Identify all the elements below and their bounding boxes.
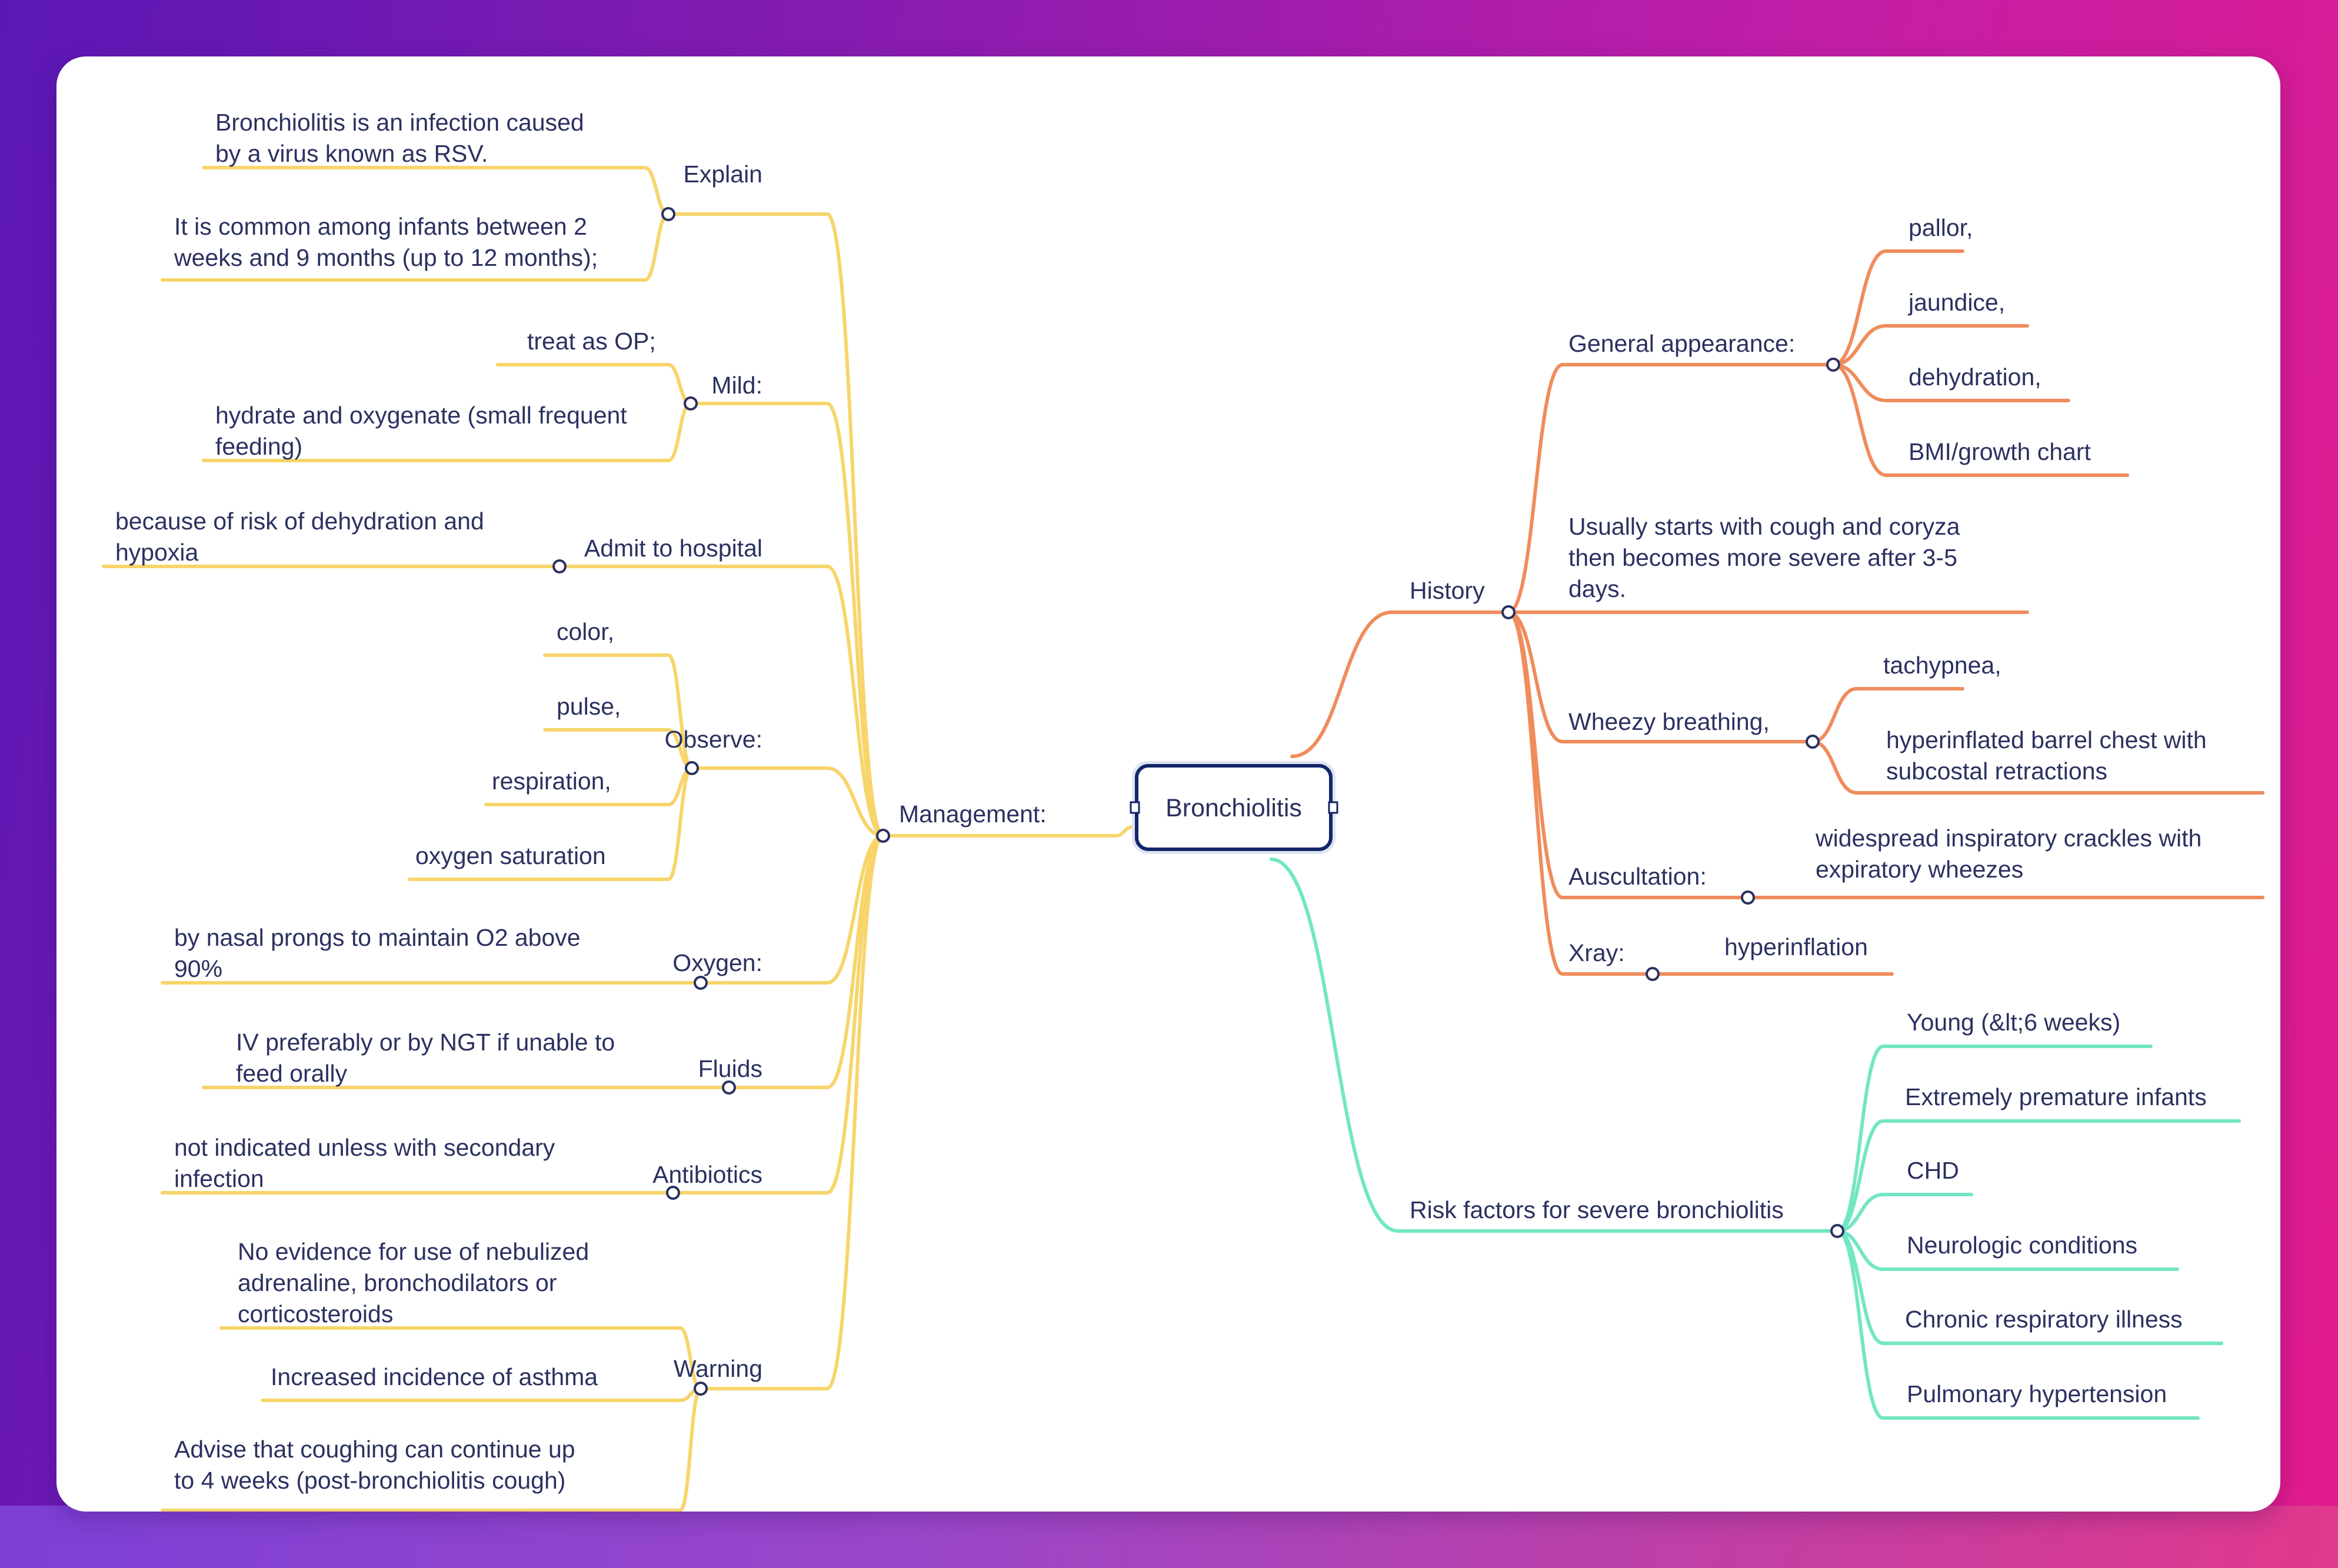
history-branch-4 bbox=[1507, 610, 1564, 976]
mind-map-canvas[interactable]: Management: Explain Bronchiolitis is an in… bbox=[56, 56, 2280, 1512]
history-group-hub-0[interactable] bbox=[1826, 358, 1840, 372]
management-group-label-0[interactable]: Explain bbox=[684, 161, 762, 188]
management-group-hub-7[interactable] bbox=[694, 1382, 708, 1396]
history-group-label-4[interactable]: Xray: bbox=[1568, 939, 1625, 966]
history-group-label-2[interactable]: Wheezy breathing, bbox=[1568, 708, 1770, 735]
history-leaf-label-0-1[interactable]: jaundice, bbox=[1908, 289, 2005, 316]
management-group-hub-4[interactable] bbox=[694, 976, 708, 990]
root-left-handle[interactable] bbox=[1130, 801, 1140, 814]
management-leaf-label-3-0[interactable]: color, bbox=[557, 618, 614, 645]
history-group-hub-3[interactable] bbox=[1741, 890, 1755, 905]
management-leaf-branch-0-0 bbox=[643, 166, 670, 216]
risk-leaf-label-0[interactable]: Young (&lt;6 weeks) bbox=[1907, 1009, 2120, 1036]
management-group-hub-6[interactable] bbox=[666, 1186, 680, 1200]
root-label: Bronchiolitis bbox=[1165, 794, 1302, 822]
risk-hub[interactable] bbox=[1830, 1224, 1844, 1238]
management-branch-5 bbox=[825, 834, 885, 1089]
management-branch-1 bbox=[825, 402, 885, 838]
connector-lines bbox=[102, 166, 2264, 1512]
risk-leaf-branch-1 bbox=[1836, 1119, 1885, 1233]
management-branch-2 bbox=[825, 565, 885, 838]
history-group-hub-4[interactable] bbox=[1646, 967, 1660, 981]
management-leaf-label-3-1[interactable]: pulse, bbox=[557, 693, 621, 720]
history-leaf-branch-0-2 bbox=[1831, 363, 1888, 402]
management-group-hub-1[interactable] bbox=[684, 396, 698, 411]
management-group-hub-3[interactable] bbox=[685, 761, 699, 775]
risk-leaf-branch-0 bbox=[1836, 1045, 1885, 1233]
history-hub[interactable] bbox=[1501, 605, 1516, 619]
root-to-risk-line bbox=[1270, 858, 1400, 1233]
history-leaf-branch-2-1 bbox=[1811, 740, 1859, 795]
management-leaf-label-3-3[interactable]: oxygen saturation bbox=[415, 842, 606, 869]
history-branch-0 bbox=[1507, 363, 1564, 614]
risk-label[interactable]: Risk factors for severe bronchiolitis bbox=[1410, 1196, 1784, 1223]
management-branch-6 bbox=[825, 834, 885, 1195]
history-group-label-0[interactable]: General appearance: bbox=[1568, 330, 1795, 357]
risk-leaf-label-5[interactable]: Pulmonary hypertension bbox=[1907, 1380, 2167, 1407]
management-hub[interactable] bbox=[876, 829, 890, 843]
management-branch-3 bbox=[825, 766, 885, 838]
history-leaf-label-2-0[interactable]: tachypnea, bbox=[1883, 652, 2001, 679]
management-group-label-6[interactable]: Antibiotics bbox=[652, 1161, 762, 1188]
root-node[interactable]: Bronchiolitis bbox=[1130, 761, 1338, 854]
management-group-hub-0[interactable] bbox=[661, 207, 675, 221]
management-leaf-branch-7-2 bbox=[678, 1387, 702, 1512]
history-leaf-branch-0-0 bbox=[1831, 249, 1888, 366]
management-group-label-2[interactable]: Admit to hospital bbox=[584, 535, 762, 562]
history-label[interactable]: History bbox=[1410, 577, 1485, 604]
management-group-label-5[interactable]: Fluids bbox=[698, 1055, 762, 1082]
history-group-hub-2[interactable] bbox=[1806, 735, 1820, 749]
history-leaf-label-0-0[interactable]: pallor, bbox=[1909, 214, 1973, 241]
management-group-label-1[interactable]: Mild: bbox=[711, 372, 762, 399]
mind-map-card: Management: Explain Bronchiolitis is an in… bbox=[56, 56, 2280, 1512]
risk-leaf-label-3[interactable]: Neurologic conditions bbox=[1907, 1232, 2137, 1259]
management-leaf-label-3-2[interactable]: respiration, bbox=[492, 768, 611, 795]
history-leaf-label-4-0[interactable]: hyperinflation bbox=[1724, 933, 1868, 960]
management-leaf-branch-1-1 bbox=[667, 402, 692, 462]
management-group-hub-2[interactable] bbox=[552, 559, 567, 573]
management-branch-7 bbox=[825, 834, 885, 1390]
history-leaf-label-0-3[interactable]: BMI/growth chart bbox=[1909, 438, 2091, 465]
risk-leaf-label-1[interactable]: Extremely premature infants bbox=[1905, 1083, 2207, 1110]
history-branch-2 bbox=[1507, 610, 1564, 743]
risk-leaf-label-4[interactable]: Chronic respiratory illness bbox=[1905, 1306, 2183, 1333]
management-leaf-branch-0-1 bbox=[643, 212, 670, 282]
node-labels: Management: Explain Bronchiolitis is an in… bbox=[115, 109, 2207, 1494]
management-branch-0 bbox=[825, 212, 885, 838]
root-to-history-line bbox=[1290, 610, 1394, 758]
root-right-handle[interactable] bbox=[1328, 801, 1338, 814]
management-group-label-7[interactable]: Warning bbox=[674, 1355, 762, 1382]
history-leaf-branch-0-1 bbox=[1831, 324, 1888, 366]
management-group-label-4[interactable]: Oxygen: bbox=[672, 949, 762, 976]
history-leaf-branch-2-0 bbox=[1811, 687, 1859, 743]
risk-leaf-label-2[interactable]: CHD bbox=[1907, 1157, 1959, 1184]
management-label[interactable]: Management: bbox=[899, 800, 1047, 828]
management-group-hub-5[interactable] bbox=[722, 1080, 736, 1095]
management-group-label-3[interactable]: Observe: bbox=[665, 726, 762, 753]
management-leaf-label-1-0[interactable]: treat as OP; bbox=[527, 328, 656, 355]
history-group-label-3[interactable]: Auscultation: bbox=[1568, 863, 1707, 890]
history-leaf-branch-0-3 bbox=[1831, 363, 1888, 477]
management-branch-4 bbox=[825, 834, 885, 985]
risk-leaf-branch-5 bbox=[1836, 1229, 1885, 1420]
history-leaf-label-0-2[interactable]: dehydration, bbox=[1909, 363, 2041, 391]
management-leaf-label-7-1[interactable]: Increased incidence of asthma bbox=[271, 1363, 598, 1390]
background-gradient-footer bbox=[0, 1506, 2338, 1568]
root-to-management-line bbox=[1114, 825, 1135, 838]
history-branch-3 bbox=[1507, 610, 1564, 899]
node-hubs bbox=[552, 207, 1844, 1396]
